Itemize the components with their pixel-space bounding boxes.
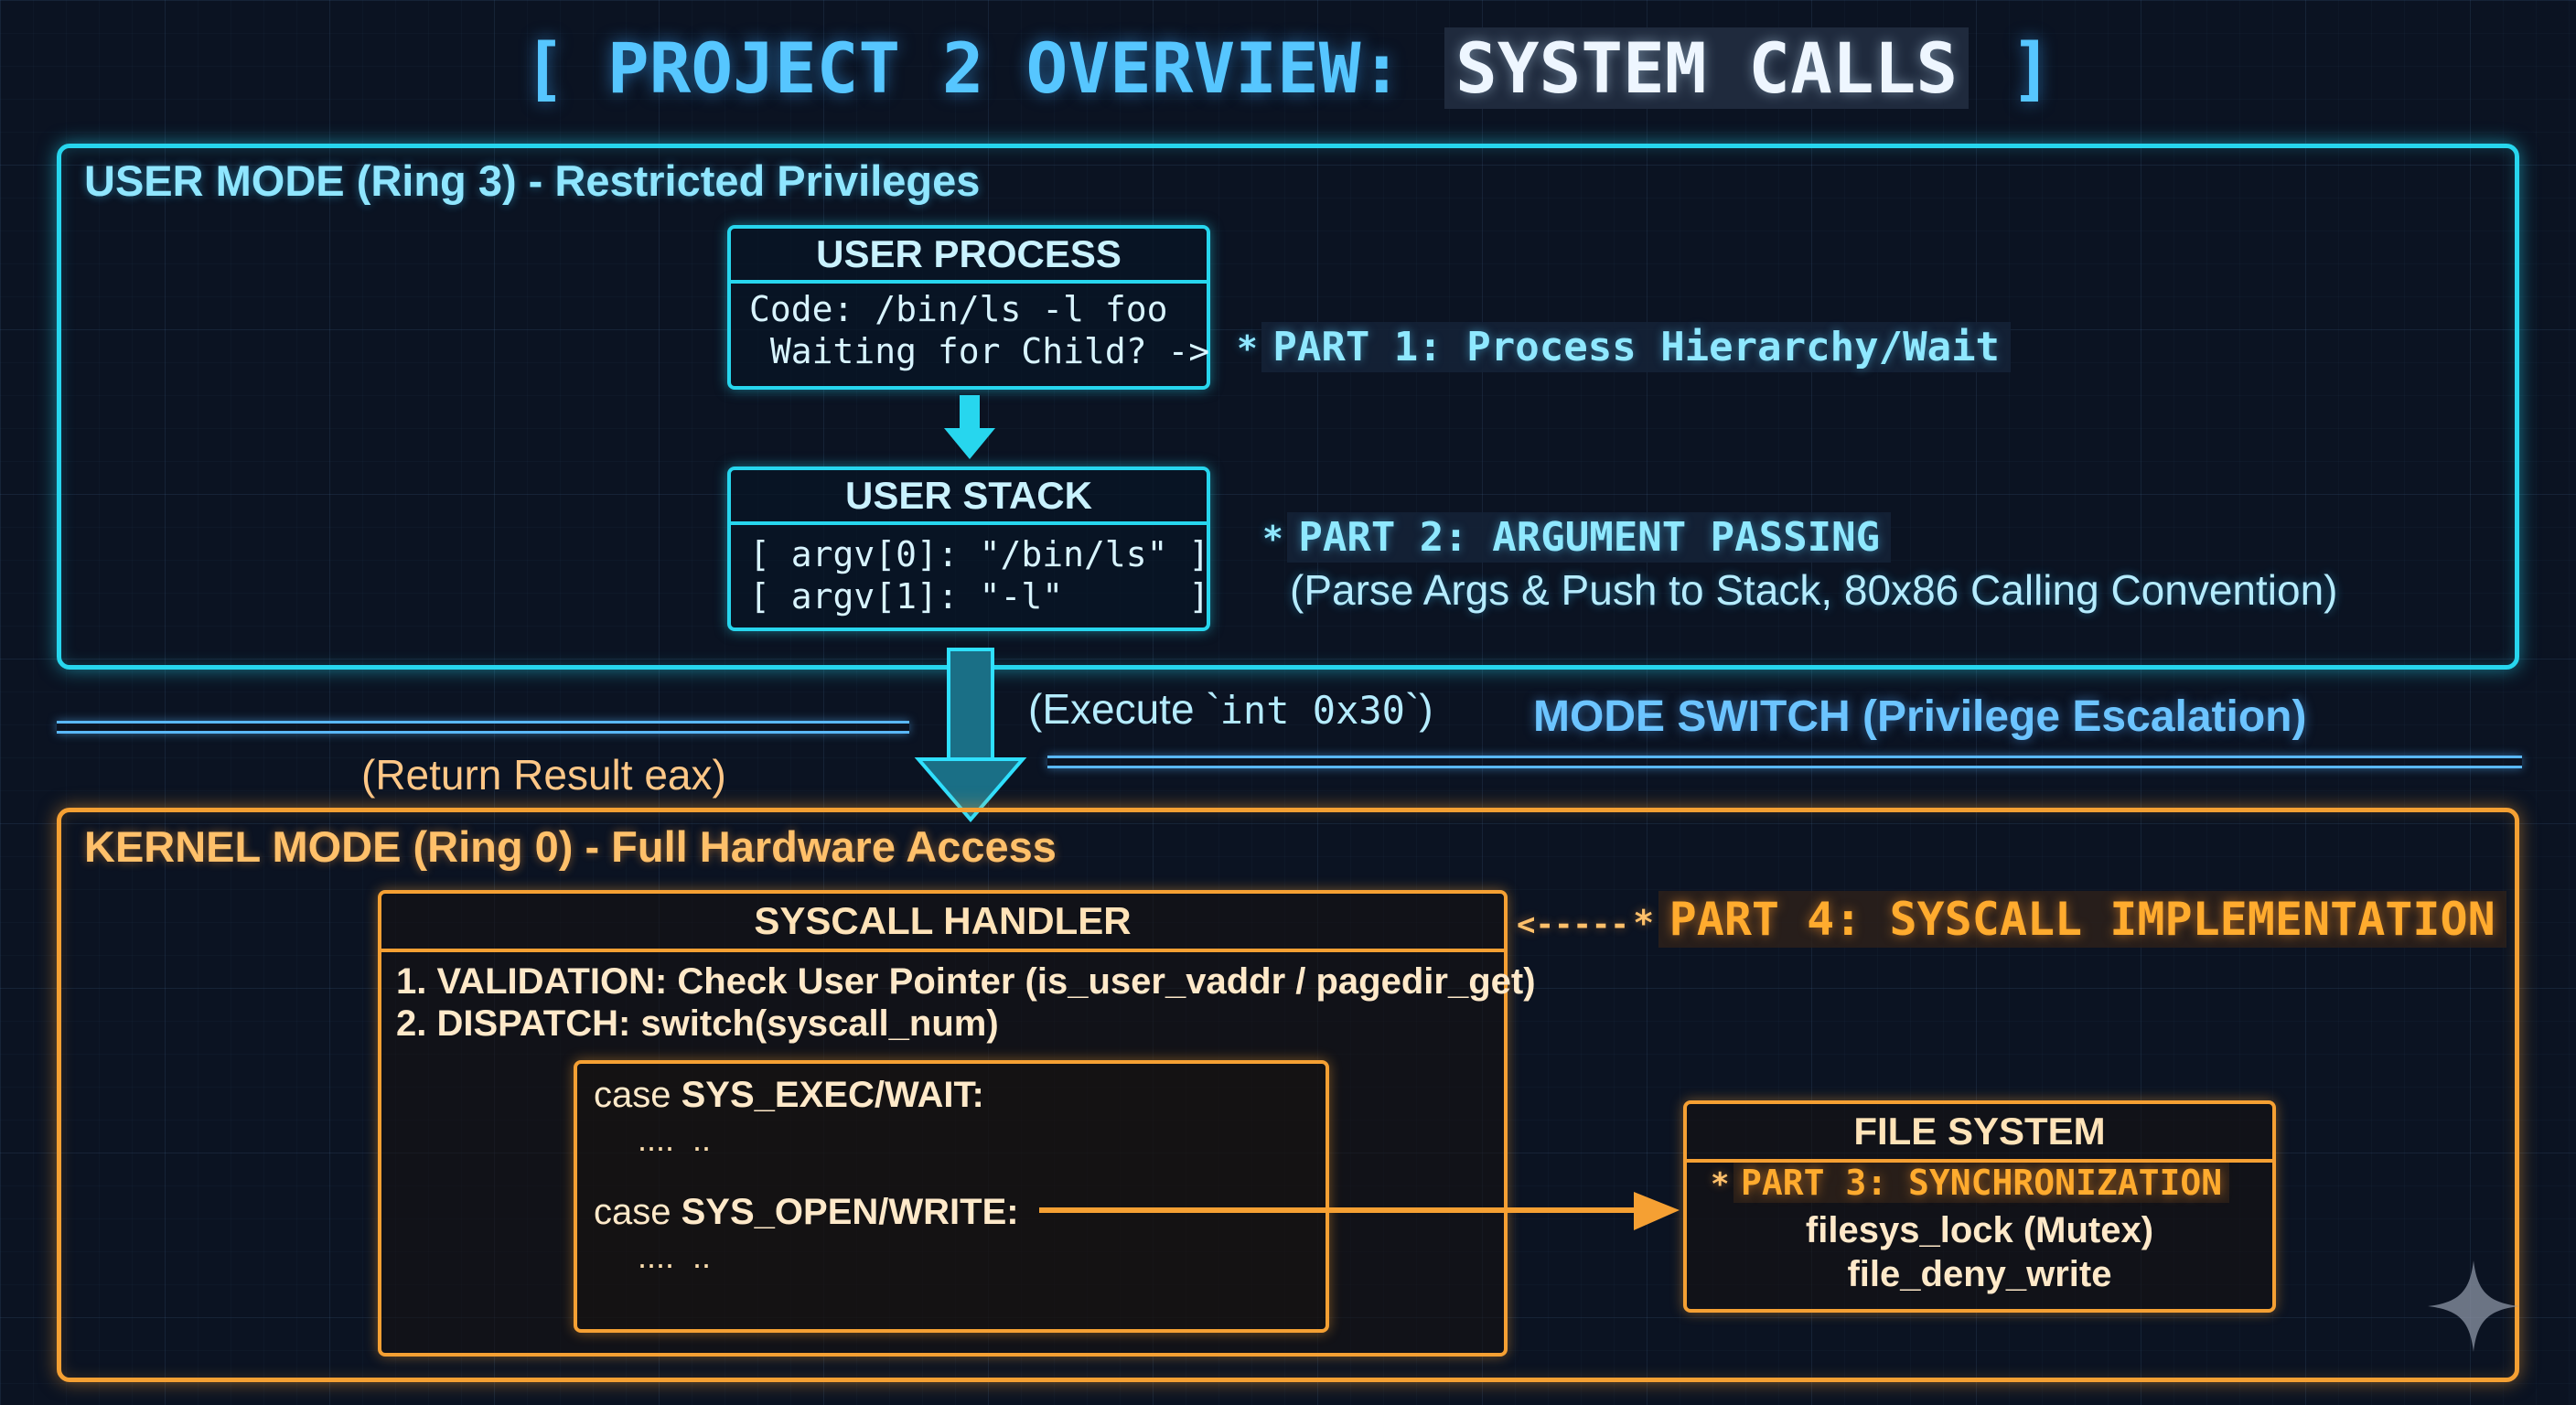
part3-annotation: * PART 3: SYNCHRONIZATION xyxy=(1711,1163,2230,1203)
part2-label: PART 2: ARGUMENT PASSING xyxy=(1287,512,1892,563)
user-stack-line: [ argv[0]: "/bin/ls" ] xyxy=(749,534,1210,574)
mode-switch-label: MODE SWITCH (Privilege Escalation) xyxy=(1533,692,2307,741)
user-process-header: USER PROCESS xyxy=(731,229,1207,284)
part4-label: PART 4: SYSCALL IMPLEMENTATION xyxy=(1658,891,2506,948)
down-arrow-icon xyxy=(944,395,995,459)
title-highlight: SYSTEM CALLS xyxy=(1444,27,1970,109)
kernel-mode-region xyxy=(57,808,2519,1382)
user-stack-line: [ argv[1]: "-l" ] xyxy=(749,576,1210,617)
part4-star: * xyxy=(1633,903,1655,943)
handler-step: 2. DISPATCH: switch(syscall_num) xyxy=(396,1003,999,1044)
mode-switch-line-right xyxy=(1047,756,2522,768)
part1-star: * xyxy=(1237,328,1258,369)
part2-annotation: * PART 2: ARGUMENT PASSING xyxy=(1262,512,1892,563)
syscall-handler-box: SYSCALL HANDLER 1. VALIDATION: Check Use… xyxy=(378,890,1536,1357)
case-name: SYS_OPEN/WRITE: xyxy=(681,1192,1019,1232)
execute-label: (Execute `int 0x30`) xyxy=(1028,684,1433,734)
user-process-line: Waiting for Child? -> xyxy=(749,331,1210,371)
handler-step: 1. VALIDATION: Check User Pointer (is_us… xyxy=(396,961,1536,1002)
part3-star: * xyxy=(1711,1166,1730,1203)
syscall-arrow-icon xyxy=(914,648,1027,823)
case-keyword: case xyxy=(594,1192,671,1232)
right-arrow-icon xyxy=(1039,1192,1680,1230)
file-system-header: FILE SYSTEM xyxy=(1687,1104,2272,1163)
user-stack-header: USER STACK xyxy=(731,470,1207,525)
part2-note: (Parse Args & Push to Stack, 80x86 Calli… xyxy=(1290,566,2338,614)
file-system-box: FILE SYSTEM * PART 3: SYNCHRONIZATION fi… xyxy=(1683,1100,2276,1313)
dispatch-cases-box: case SYS_EXEC/WAIT: .... .. case SYS_OPE… xyxy=(574,1060,1329,1333)
execute-pre: (Execute ` xyxy=(1028,685,1220,733)
user-mode-region xyxy=(57,144,2519,670)
sparkle-icon xyxy=(2428,1260,2519,1352)
user-process-line: Code: /bin/ls -l foo xyxy=(749,289,1168,329)
page-title: [ PROJECT 2 OVERVIEW: SYSTEM CALLS ] xyxy=(0,27,2576,109)
syscall-handler-header: SYSCALL HANDLER xyxy=(381,894,1504,952)
case-dots: .... .. xyxy=(638,1238,712,1275)
case-line: case SYS_OPEN/WRITE: xyxy=(594,1192,1019,1233)
mode-switch-line-left xyxy=(57,721,909,734)
part4-annotation: <----- * PART 4: SYSCALL IMPLEMENTATION xyxy=(1517,891,2506,948)
case-keyword: case xyxy=(594,1075,671,1115)
case-line: case SYS_EXEC/WAIT: xyxy=(594,1075,984,1116)
user-mode-label: USER MODE (Ring 3) - Restricted Privileg… xyxy=(84,156,981,205)
user-process-box: USER PROCESS Code: /bin/ls -l foo Waitin… xyxy=(727,225,1210,390)
part1-label: PART 1: Process Hierarchy/Wait xyxy=(1261,322,2012,372)
execute-code: int 0x30 xyxy=(1219,688,1405,733)
title-prefix: [ PROJECT 2 OVERVIEW: xyxy=(523,27,1403,109)
execute-post: `) xyxy=(1404,685,1433,733)
return-result-label: (Return Result eax) xyxy=(361,751,726,799)
title-suffix: ] xyxy=(2010,27,2053,109)
user-stack-box: USER STACK [ argv[0]: "/bin/ls" ] [ argv… xyxy=(727,467,1210,631)
part2-star: * xyxy=(1262,519,1283,559)
part4-arrow: <----- xyxy=(1517,906,1629,943)
kernel-mode-label: KERNEL MODE (Ring 0) - Full Hardware Acc… xyxy=(84,822,1057,871)
case-dots: .... .. xyxy=(638,1121,712,1158)
file-system-line: file_deny_write xyxy=(1847,1254,2112,1294)
part1-annotation: * PART 1: Process Hierarchy/Wait xyxy=(1237,322,2012,372)
case-name: SYS_EXEC/WAIT: xyxy=(681,1075,984,1115)
part3-label: PART 3: SYNCHRONIZATION xyxy=(1733,1163,2230,1203)
file-system-line: filesys_lock (Mutex) xyxy=(1805,1210,2154,1250)
